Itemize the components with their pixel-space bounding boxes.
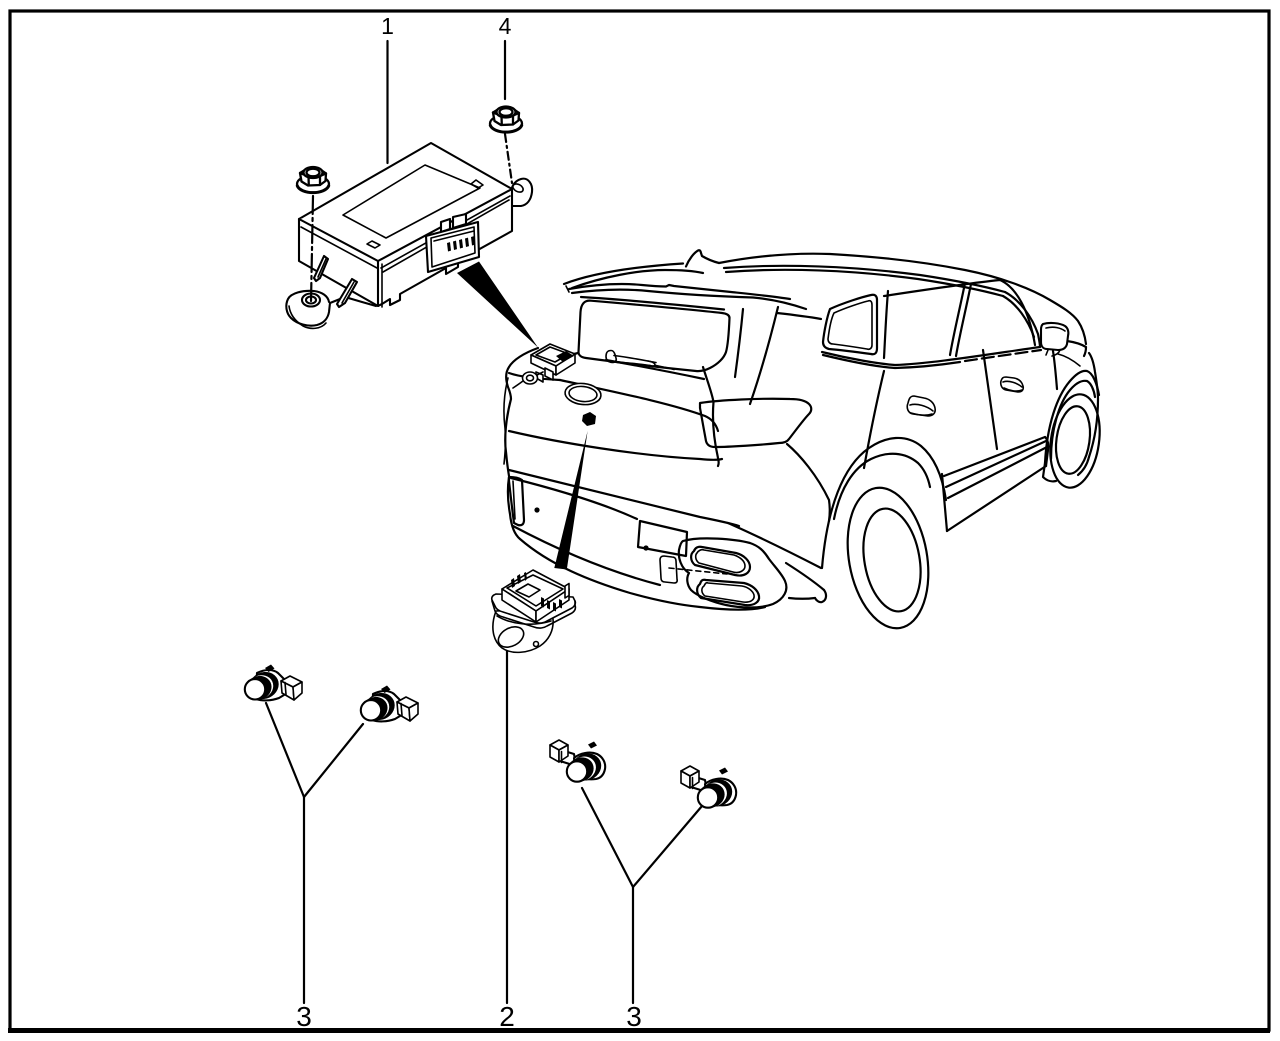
svg-text:3: 3: [626, 1001, 642, 1032]
svg-text:2: 2: [499, 1001, 515, 1032]
svg-text:4: 4: [499, 13, 512, 39]
svg-text:3: 3: [296, 1001, 312, 1032]
svg-text:1: 1: [381, 13, 394, 39]
